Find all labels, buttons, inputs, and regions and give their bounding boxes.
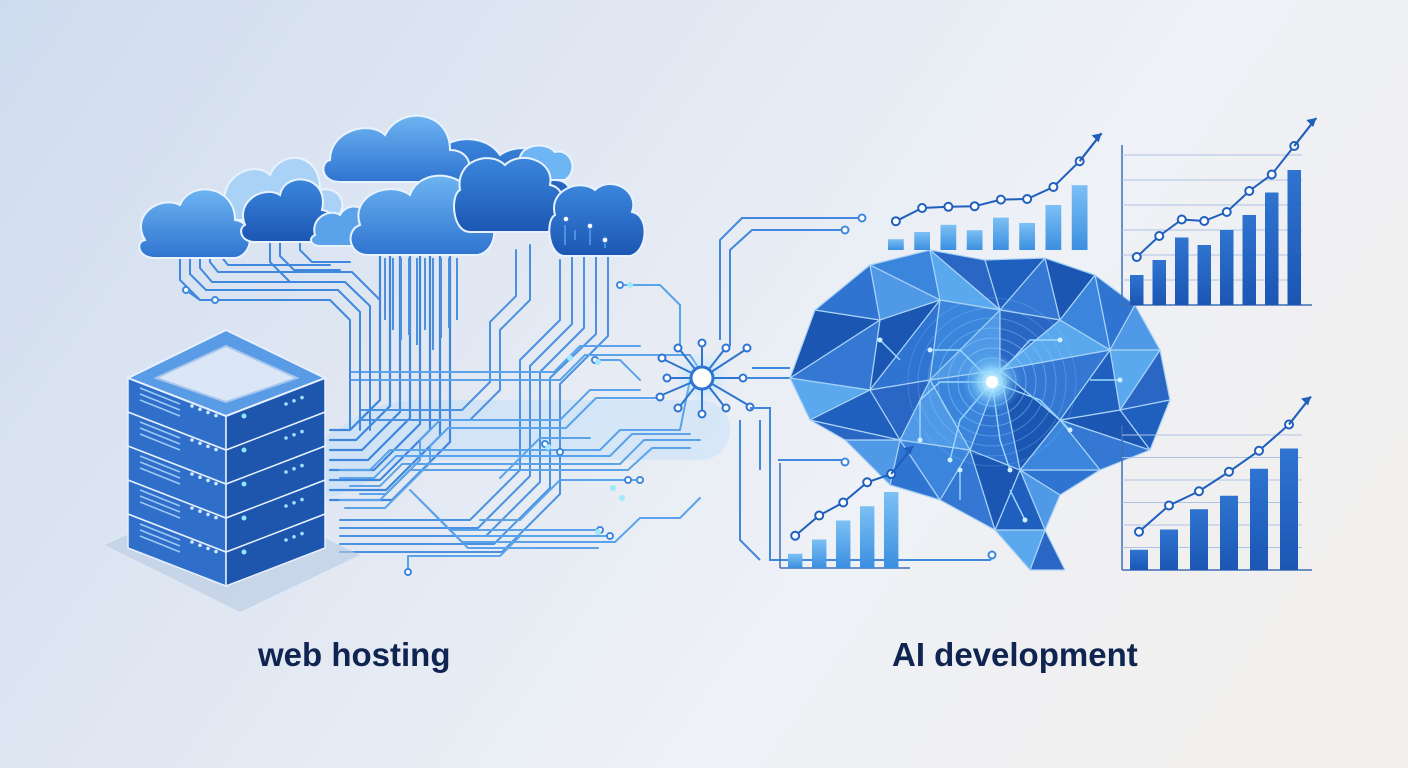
trend-point	[1134, 526, 1144, 537]
trend-arrow-head	[1301, 396, 1311, 406]
cloud-data-lines	[384, 225, 606, 350]
bar-chart	[888, 132, 1103, 250]
server-unit	[127, 478, 326, 554]
brain-icon	[789, 249, 1171, 571]
server-top-panel	[153, 344, 300, 404]
chart-bar	[1160, 529, 1178, 570]
bar-chart	[779, 445, 915, 569]
chart-bar	[1130, 549, 1148, 570]
trend-point	[1221, 207, 1232, 217]
trend-point	[1199, 216, 1210, 226]
bar-chart	[1121, 117, 1318, 306]
chart-bar	[860, 506, 875, 568]
chart-bar	[1190, 509, 1208, 570]
trend-point	[1154, 231, 1165, 241]
bar-chart-icon	[779, 117, 1318, 571]
chart-bar	[788, 553, 803, 568]
trend-point	[969, 201, 980, 212]
chart-bar	[884, 492, 899, 568]
chart-bar	[1152, 260, 1166, 305]
chart-bar	[993, 217, 1009, 250]
trend-point	[790, 530, 801, 541]
chart-bar	[940, 224, 957, 250]
trend-point	[1048, 182, 1059, 192]
chart-bar	[1242, 215, 1256, 305]
server-stack-icon	[105, 328, 360, 612]
server-unit	[127, 512, 326, 588]
chart-bar	[1175, 237, 1189, 305]
ai-development-label: AI development	[892, 636, 1138, 673]
chart-bar	[836, 520, 851, 568]
trend-point	[1194, 486, 1204, 497]
cloud-icon	[138, 114, 646, 259]
trend-point	[1022, 194, 1033, 204]
bar-chart	[1121, 395, 1312, 571]
network-hub-icon	[655, 338, 755, 419]
chart-bar	[1250, 468, 1268, 570]
web-hosting-label: web hosting	[258, 636, 451, 673]
trend-point	[1254, 445, 1264, 456]
chart-bar	[1130, 275, 1144, 305]
trend-point	[838, 497, 849, 508]
chart-bar	[1265, 192, 1279, 305]
trend-point	[1176, 214, 1187, 225]
chart-bar	[812, 539, 827, 568]
trend-point	[890, 216, 901, 227]
trend-point	[862, 477, 873, 488]
trend-point	[1224, 466, 1234, 477]
chart-bar	[1280, 448, 1298, 570]
chart-bar	[1197, 245, 1211, 305]
chart-bar	[1220, 495, 1238, 570]
trend-point	[1266, 169, 1277, 180]
server-unit	[127, 376, 326, 452]
chart-bar	[914, 232, 930, 250]
trend-point	[814, 510, 825, 521]
chart-bar	[1220, 230, 1234, 305]
chart-bar	[1287, 170, 1301, 305]
chart-bar	[1045, 205, 1062, 250]
trend-line	[1138, 423, 1290, 533]
chart-bar	[888, 239, 904, 250]
trend-point	[917, 203, 928, 213]
trend-arrow-head	[1306, 118, 1317, 127]
chart-bar	[1019, 223, 1035, 250]
trend-point	[1244, 186, 1255, 196]
chart-bar	[1071, 185, 1088, 250]
trend-arrow-head	[903, 446, 914, 455]
trend-point	[995, 194, 1006, 205]
trend-arrow-head	[1091, 133, 1102, 143]
chart-bar	[966, 230, 983, 250]
trend-point	[1131, 252, 1142, 262]
trend-point	[943, 201, 954, 212]
trend-point	[1164, 500, 1174, 511]
